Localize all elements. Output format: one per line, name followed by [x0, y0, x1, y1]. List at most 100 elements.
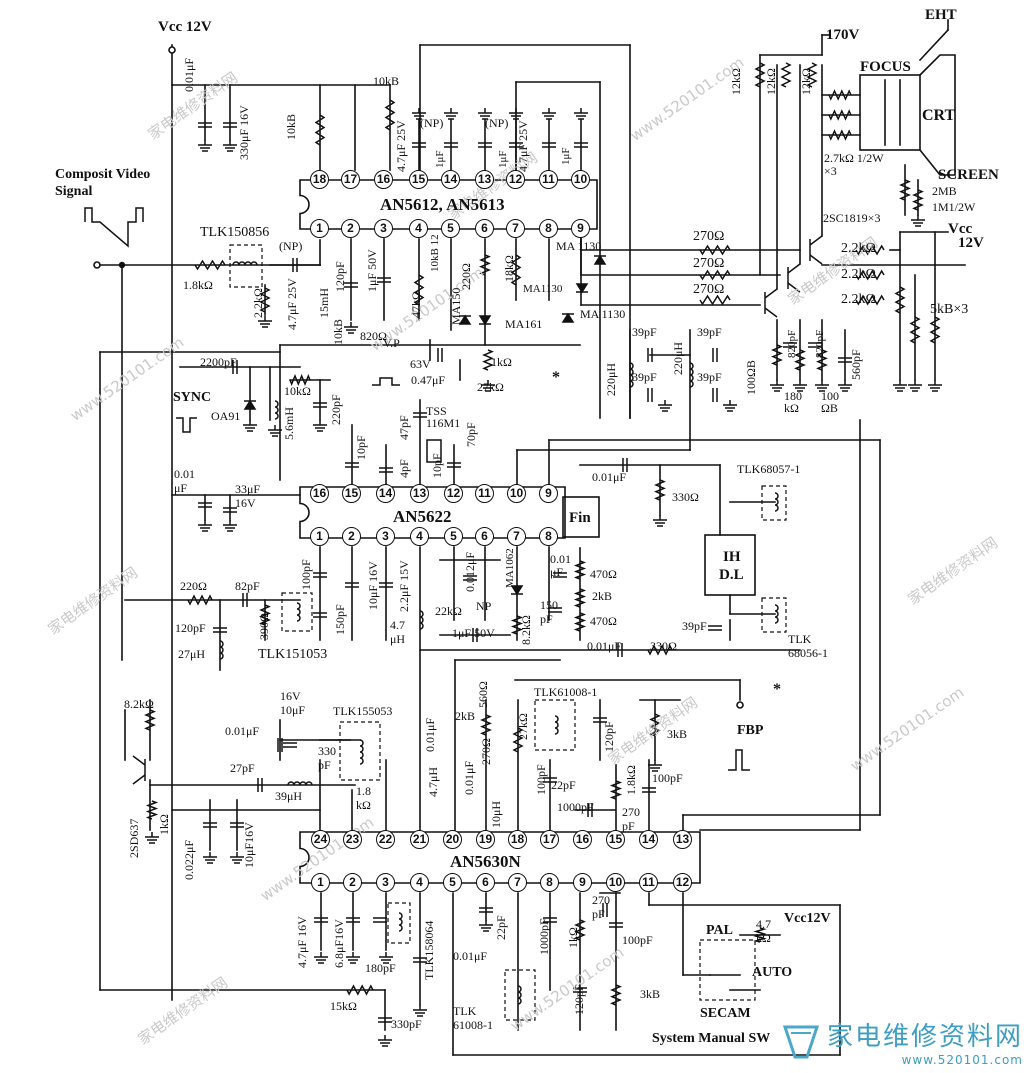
an5622-top-pin-16: 16	[310, 484, 329, 503]
c-330uF-label: 330μF 16V	[237, 105, 251, 160]
inductor-symbol	[419, 610, 424, 630]
an5630-top-pin-20: 20	[443, 830, 462, 849]
r-270-label: 270Ω	[693, 256, 725, 271]
an5622-bottom-pin-7: 7	[507, 527, 526, 546]
c-0.01uF-label: 0.01μF	[182, 57, 196, 92]
an5612-bottom-pin-3: 3	[374, 219, 393, 238]
resistor-symbol	[512, 727, 524, 753]
transformer-dash	[761, 485, 787, 521]
transistor-symbol	[132, 755, 146, 766]
an5612-bottom-pin-7: 7	[506, 219, 525, 238]
an5622-bottom-pin-2: 2	[342, 527, 361, 546]
c-270pF-label: 270 pF	[622, 805, 640, 833]
r-270-label: 270Ω	[693, 229, 725, 244]
inductor-symbol	[287, 781, 313, 786]
crystal-symbol	[426, 439, 442, 463]
an5612-bottom-pin-9: 9	[571, 219, 590, 238]
fin-label: Fin	[569, 510, 591, 526]
diode-symbol	[575, 283, 589, 294]
ihdl-label-2: D.L	[719, 567, 744, 583]
resistor-symbol	[699, 294, 731, 306]
resistor-symbol	[771, 344, 783, 366]
resistor-symbol	[194, 259, 226, 271]
inductor-symbol	[232, 261, 258, 266]
diode-symbol	[458, 314, 472, 325]
inductor-symbol	[629, 362, 634, 388]
resistor-symbol	[574, 919, 586, 941]
v63-label: 63V	[410, 357, 431, 371]
an5622-bottom-pin-3: 3	[376, 527, 395, 546]
an5630-bottom-pin-12: 12	[673, 873, 692, 892]
transformer-dash	[387, 902, 411, 944]
c-10uF-16V-label: 10μF 16V	[366, 561, 380, 610]
c-10pF-label: 10pF	[430, 453, 444, 478]
resistor-symbol	[187, 594, 213, 606]
l-4.7uH-label: 4.7 μH	[390, 618, 406, 647]
c-180pF-label: 180pF	[365, 961, 396, 975]
resistor-symbol	[855, 269, 885, 281]
an5630-bottom-pin-8: 8	[540, 873, 559, 892]
an5622-top-pin-11: 11	[475, 484, 494, 503]
an5622-bottom-pin-5: 5	[444, 527, 463, 546]
inductor-symbol	[359, 739, 364, 765]
r-3kB-label: 3kB	[667, 727, 688, 741]
hv-170v-label: 170V	[826, 27, 860, 43]
l-4.7uH-label: 4.7μH	[426, 766, 440, 797]
q-2sc1819-label: 2SC1819×3	[823, 211, 881, 225]
inductor-symbol	[219, 640, 224, 660]
r-12k-label: 12kΩ	[729, 68, 743, 95]
an5630-bottom-pin-7: 7	[508, 873, 527, 892]
resistor-symbol	[609, 780, 623, 800]
logo-icon	[782, 1025, 820, 1058]
input-label-line2: Signal	[55, 184, 93, 199]
np-label: (NP)	[485, 116, 509, 130]
c-270pF-label: 270 pF	[592, 893, 610, 921]
an5612-bottom-pin-6: 6	[475, 219, 494, 238]
c-220pF-label: 220pF	[329, 394, 343, 425]
inductor-symbol	[398, 912, 403, 932]
c-820pF-label: 820pF	[814, 329, 826, 358]
vcc-switch-label: Vcc12V	[784, 911, 831, 926]
r-3kB-label: 3kB	[640, 987, 661, 1001]
resistor-symbol	[314, 114, 326, 146]
transistor-symbol	[809, 235, 823, 246]
c-39pF-label: 39pF	[632, 325, 657, 339]
resistor-symbol	[649, 713, 661, 737]
r-10kB-label: 10kB	[331, 318, 345, 345]
r-10kB-label: 10kB	[373, 74, 400, 88]
an5630-top-pin-13: 13	[673, 830, 692, 849]
transformer-dash	[339, 721, 381, 781]
r-47k-label: 47kΩ	[409, 291, 423, 318]
np-label: (NP)	[279, 239, 303, 253]
tlk61008-label: TLK 61008-1	[453, 1004, 493, 1032]
resistor-symbol	[289, 374, 311, 386]
c-39pF-label: 39pF	[697, 325, 722, 339]
c-120pF-label: 120pF	[602, 721, 616, 752]
an5612-top-pin-11: 11	[539, 170, 558, 189]
r-1k-label: 1kΩ	[566, 927, 580, 948]
r-330-label: 330Ω	[672, 490, 699, 504]
an5612-bottom-pin-8: 8	[539, 219, 558, 238]
inductor-symbol	[774, 492, 779, 512]
c-2200pF-label: 2200pF	[200, 355, 237, 369]
transformer-dash	[504, 969, 536, 1021]
an5622-top-pin-15: 15	[342, 484, 361, 503]
diode-ma1130-label: MA 1130	[556, 239, 602, 253]
resistor-symbol	[259, 287, 271, 313]
resistor-symbol	[828, 89, 852, 101]
l-39uH-label: 39μH	[275, 789, 303, 803]
vcc-right-label: Vcc	[948, 221, 973, 237]
c-0.01uF-label: 0.01μF	[453, 949, 488, 963]
c-39pF-label: 39pF	[697, 370, 722, 384]
input-terminal	[93, 261, 101, 269]
diode-symbol	[243, 399, 257, 410]
l-10uH-label: 10μH	[489, 800, 503, 828]
an5630-bottom-pin-1: 1	[311, 873, 330, 892]
resistor-symbol	[794, 349, 806, 371]
an5612-top-pin-15: 15	[409, 170, 428, 189]
tlk61008-label: TLK61008-1	[534, 685, 598, 699]
c-150pF-label: 150 pF	[540, 598, 558, 627]
resistor-symbol	[699, 269, 731, 281]
c-10uF-16V-label: 16V 10μF	[280, 689, 306, 717]
r-8.2k-label: 8.2kΩ	[519, 615, 533, 645]
